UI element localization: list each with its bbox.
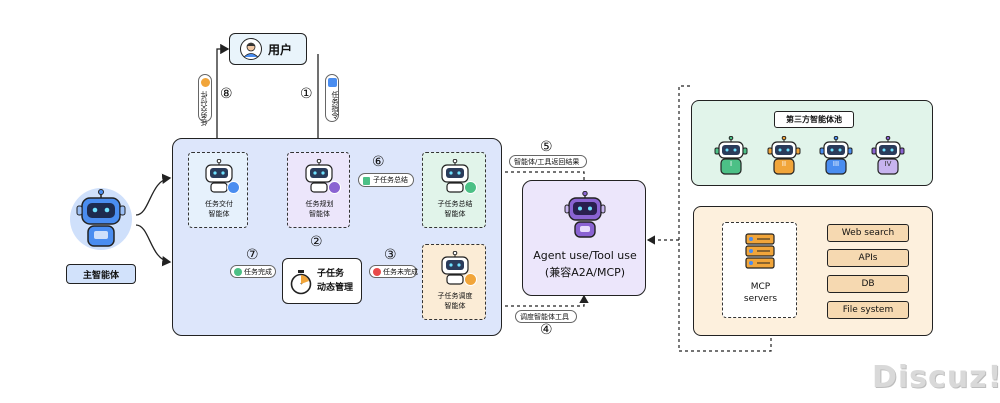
summary-doc-icon <box>363 177 370 185</box>
robot-icon-pool-2 <box>767 136 801 175</box>
agent-deliver-line2: 智能体 <box>208 210 230 218</box>
pool-badge-2: II <box>781 160 787 168</box>
tool-agent-line2: (兼容A2A/MCP) <box>544 266 626 279</box>
edge-main-to-panel-bottom <box>135 224 172 267</box>
edge-tag-instruction-text: 任务指令 <box>331 91 339 119</box>
edge-tag-undone-text: 任务未完成 <box>383 268 418 276</box>
robot-icon-pool-4 <box>871 136 905 175</box>
step-number-8: ⑧ <box>220 86 233 102</box>
agent-card-summary: 子任务总结 智能体 <box>422 152 486 228</box>
step-number-2: ② <box>310 234 323 250</box>
mcp-item-websearch: Web search <box>827 224 909 242</box>
robot-icon-deliver <box>205 159 233 193</box>
edge-schedule-to-tool <box>487 294 589 307</box>
step-number-7: ⑦ <box>246 247 259 263</box>
user-avatar-icon <box>240 38 262 60</box>
mcp-item-filesystem: File system <box>827 301 909 319</box>
cross-icon <box>373 268 381 276</box>
step-number-6: ⑥ <box>372 154 385 170</box>
edge-tag-return-text: 智能体/工具返回结果 <box>514 158 580 166</box>
badge-icon-deliver <box>227 181 240 194</box>
watermark-logo: Discuz! <box>872 360 1000 395</box>
agent-summary-line1: 子任务总结 <box>437 200 473 208</box>
agent-deliver-line1: 任务交付 <box>205 200 233 208</box>
robot-icon-pool-3 <box>819 136 853 175</box>
step-number-1: ① <box>300 86 313 102</box>
main-agent-label-box: 主智能体 <box>66 264 136 284</box>
edge-deliver-to-user <box>216 43 230 152</box>
user-label: 用户 <box>268 43 293 57</box>
package-icon <box>201 78 210 87</box>
badge-icon-schedule <box>464 273 477 286</box>
badge-icon-plan <box>328 181 341 194</box>
edge-tag-return: 智能体/工具返回结果 <box>509 155 587 168</box>
dynamic-management-node: 子任务 动态管理 <box>282 258 362 304</box>
edge-main-to-panel-top <box>135 173 172 216</box>
edge-tag-delivery: 任务交付件 <box>198 74 212 126</box>
edge-tag-delivery-text: 任务交付件 <box>200 91 208 126</box>
third-party-title: 第三方智能体池 <box>786 115 842 124</box>
edge-tag-dispatch: 调度智能体工具 <box>515 310 577 323</box>
mcp-item-websearch-label: Web search <box>841 228 895 238</box>
dynamic-line2: 动态管理 <box>317 283 354 293</box>
edge-tag-summary-text: 子任务总结 <box>373 176 408 184</box>
mcp-item-filesystem-label: File system <box>842 305 894 315</box>
robot-icon-plan <box>305 159 333 193</box>
edge-tag-dispatch-text: 调度智能体工具 <box>520 313 569 321</box>
edge-pools-bracket <box>678 85 772 352</box>
server-rack-icon <box>745 233 775 269</box>
robot-icon-pool-1 <box>714 136 748 175</box>
edge-tag-instruction: 任务指令 <box>325 74 339 122</box>
mcp-item-apis-label: APIs <box>858 253 878 263</box>
agent-schedule-line2: 智能体 <box>444 302 466 310</box>
dynamic-line1: 子任务 <box>317 269 345 279</box>
mcp-line2: servers <box>743 294 778 304</box>
robot-icon-main <box>76 189 126 247</box>
step-number-3: ③ <box>384 247 397 263</box>
agent-schedule-line1: 子任务调度 <box>437 292 473 300</box>
robot-icon-tool <box>564 191 606 238</box>
mcp-item-apis: APIs <box>827 249 909 267</box>
main-agent-label: 主智能体 <box>82 270 119 281</box>
edge-tag-done-text: 任务完成 <box>244 268 272 276</box>
stopwatch-icon <box>290 270 312 295</box>
document-icon <box>328 78 337 87</box>
agent-plan-line1: 任务规划 <box>305 200 334 208</box>
step-number-5: ⑤ <box>540 139 553 155</box>
robot-icon-summary <box>441 159 469 193</box>
pool-badge-4: IV <box>884 160 892 168</box>
mcp-line1: MCP <box>750 282 771 292</box>
pool-badge-1: I <box>729 160 733 168</box>
tool-agent-line1: Agent use/Tool use <box>533 249 637 262</box>
step-number-4: ④ <box>540 322 553 338</box>
mcp-item-db: DB <box>827 275 909 293</box>
edge-tag-summary: 子任务总结 <box>358 173 414 187</box>
edge-tag-undone: 任务未完成 <box>369 265 418 278</box>
edge-tool-to-summary <box>485 167 585 180</box>
user-node: 用户 <box>229 33 307 65</box>
agent-card-plan: 任务规划 智能体 <box>287 152 350 228</box>
robot-icon-schedule <box>441 251 469 285</box>
agent-card-schedule: 子任务调度 智能体 <box>422 244 486 320</box>
check-icon <box>234 268 242 276</box>
agent-card-deliver: 任务交付 智能体 <box>188 152 248 228</box>
mcp-item-db-label: DB <box>861 279 875 289</box>
mcp-servers-node: MCP servers <box>722 222 797 318</box>
badge-icon-summary <box>464 181 477 194</box>
agent-summary-line2: 智能体 <box>444 210 466 218</box>
edge-tag-done: 任务完成 <box>230 265 276 278</box>
pool-badge-3: III <box>832 160 840 168</box>
agent-plan-line2: 智能体 <box>309 210 330 218</box>
tool-agent-node: Agent use/Tool use (兼容A2A/MCP) <box>522 180 646 296</box>
